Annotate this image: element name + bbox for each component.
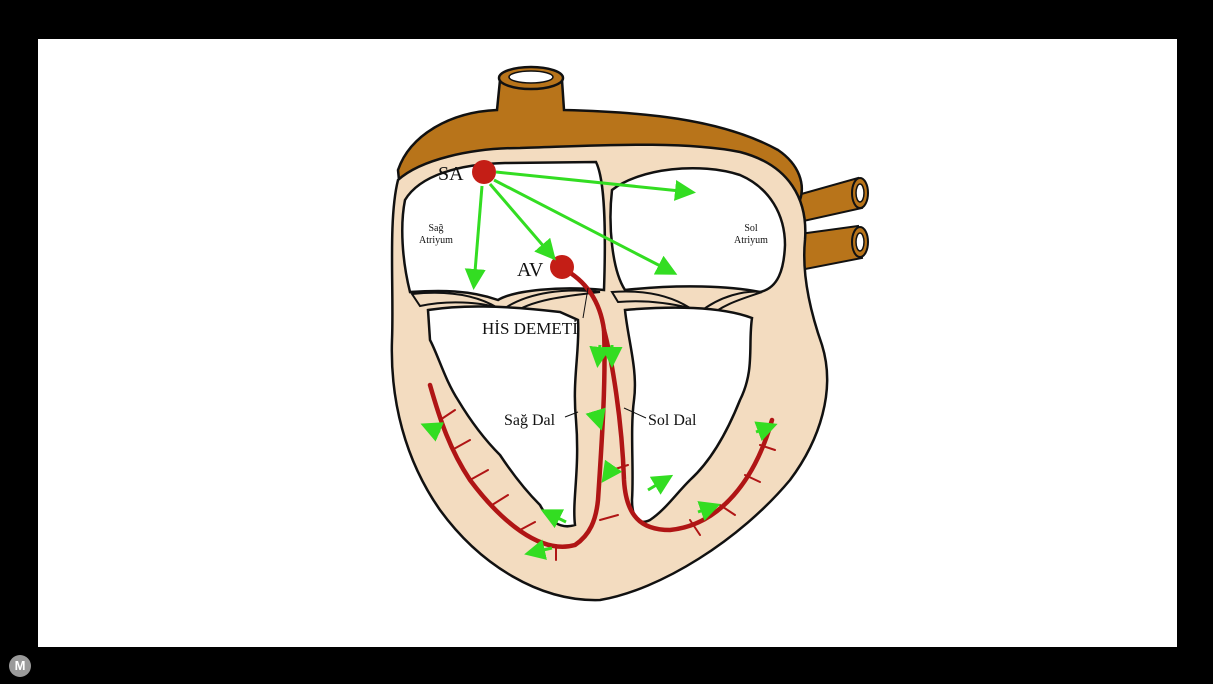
- left-atrium-label-line1: Sol: [744, 223, 758, 234]
- av-node: [550, 255, 574, 279]
- right-branch-label: Sağ Dal: [504, 412, 556, 429]
- left-branch-label: Sol Dal: [648, 412, 697, 429]
- sa-label: SA: [438, 163, 464, 185]
- right-atrium-label-line1: Sağ: [429, 223, 444, 234]
- left-atrium-label-line2: Atriyum: [734, 235, 768, 246]
- av-label: AV: [517, 259, 544, 281]
- sa-node: [472, 160, 496, 184]
- right-atrium-label-line2: Atriyum: [419, 235, 453, 246]
- app-logo-icon: M: [9, 655, 31, 677]
- bundle-of-his-label: HİS DEMETİ: [482, 319, 578, 338]
